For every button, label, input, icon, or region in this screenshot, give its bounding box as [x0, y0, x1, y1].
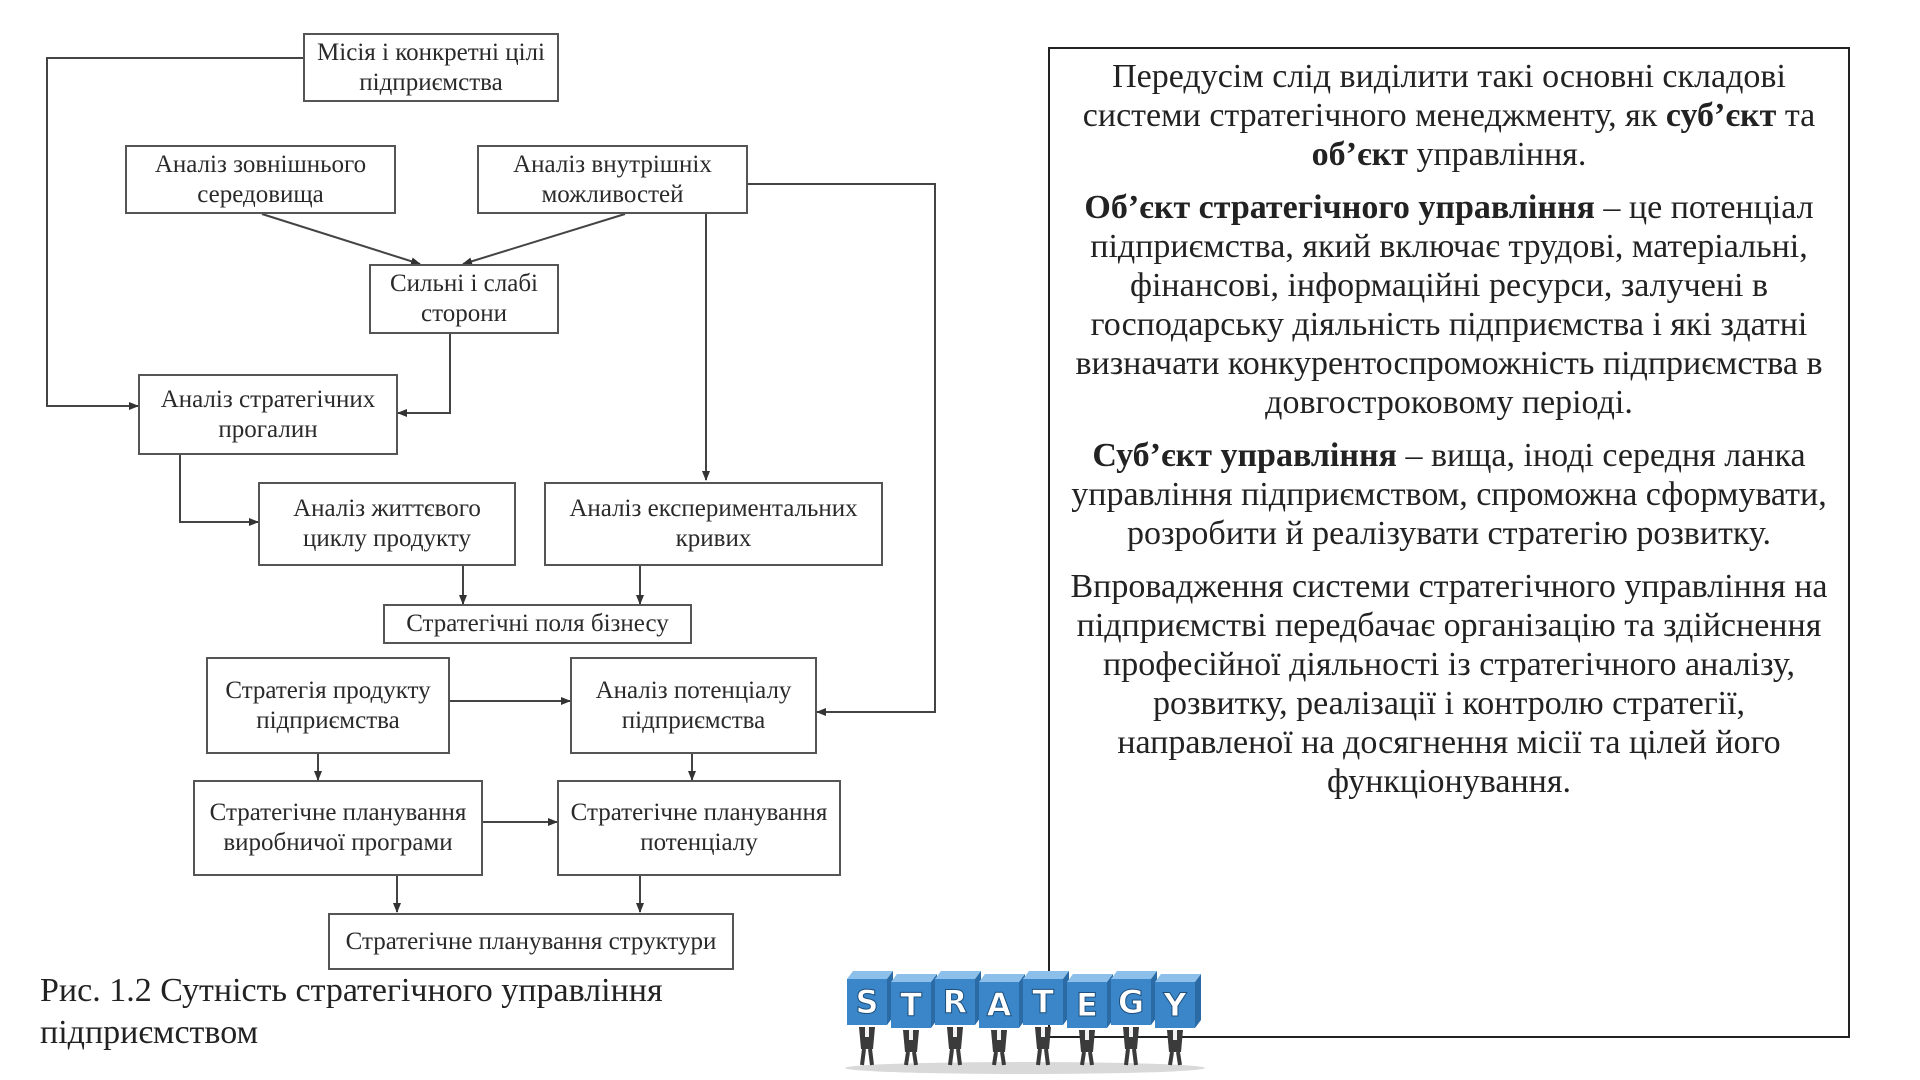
- logo-block-t-4: T: [1023, 971, 1069, 1025]
- logo-person-icon: [903, 1030, 919, 1066]
- node-swot: Сильні і слабі сторони: [369, 264, 559, 334]
- logo-letter: R: [943, 983, 968, 1021]
- connector-gaps-to-lifecycle: [179, 455, 259, 526]
- logo-person-icon: [1035, 1027, 1051, 1066]
- logo-person-icon: [1123, 1027, 1139, 1066]
- connector-external-to-swot: [261, 213, 421, 266]
- logo-letter: Y: [1162, 986, 1187, 1024]
- paragraph-intro: Передусім слід виділити такі основні скл…: [1082, 58, 1816, 173]
- node-production-planning: Стратегічне планування виробничої програ…: [193, 780, 483, 876]
- description-panel: Передусім слід виділити такі основні скл…: [1048, 47, 1850, 1038]
- node-internal-analysis: Аналіз внутрішніх можливостей: [477, 145, 748, 214]
- logo-letter: G: [1118, 983, 1144, 1021]
- paragraph-subject: Суб’єкт управління – вища, іноді середня…: [1071, 437, 1827, 552]
- logo-letter: T: [900, 986, 922, 1024]
- connector-swot-to-gaps: [397, 334, 451, 417]
- paragraph-object: Об’єкт стратегічного управління – це пот…: [1075, 189, 1823, 421]
- logo-letter: E: [1076, 986, 1098, 1024]
- logo-letter: T: [1032, 983, 1054, 1021]
- logo-block-r-2: R: [935, 971, 981, 1025]
- logo-block-s-0: S: [847, 971, 893, 1025]
- logo-block-g-6: G: [1111, 971, 1157, 1025]
- paragraph-implementation: Впровадження системи стратегічного управ…: [1070, 568, 1828, 800]
- logo-block-a-3: A: [979, 974, 1025, 1028]
- node-potential-planning: Стратегічне планування потенціалу: [557, 780, 841, 876]
- logo-block-t-1: T: [891, 974, 937, 1028]
- logo-letter: A: [987, 986, 1012, 1024]
- node-lifecycle-analysis: Аналіз життєвого циклу продукту: [258, 482, 516, 566]
- logo-shadow: [845, 1062, 1205, 1074]
- node-potential-analysis: Аналіз потенціалу підприємства: [570, 657, 817, 754]
- logo-person-icon: [991, 1030, 1007, 1066]
- node-business-fields: Стратегічні поля бізнесу: [383, 604, 692, 644]
- node-strategic-gaps: Аналіз стратегічних прогалин: [138, 374, 398, 455]
- logo-block-y-7: Y: [1155, 974, 1201, 1028]
- logo-letter: S: [855, 983, 878, 1021]
- logo-person-icon: [947, 1027, 963, 1066]
- node-mission: Місія і конкретні цілі підприємства: [303, 33, 559, 102]
- node-external-analysis: Аналіз зовнішнього середовища: [125, 145, 396, 214]
- logo-person-icon: [1167, 1030, 1183, 1066]
- connector-internal-to-swot: [462, 213, 626, 266]
- node-structure-planning: Стратегічне планування структури: [328, 913, 734, 970]
- logo-block-e-5: E: [1067, 974, 1113, 1028]
- logo-person-icon: [1079, 1030, 1095, 1066]
- logo-people-icons: [859, 1027, 1183, 1066]
- figure-caption: Рис. 1.2 Сутність стратегічного управлін…: [40, 972, 663, 1051]
- logo-person-icon: [859, 1027, 875, 1066]
- connector-internal-to-potential: [748, 183, 936, 716]
- node-product-strategy: Стратегія продукту підприємства: [206, 657, 450, 754]
- node-experience-curves: Аналіз експериментальних кривих: [544, 482, 883, 566]
- connector-mission-to-gaps: [46, 57, 303, 410]
